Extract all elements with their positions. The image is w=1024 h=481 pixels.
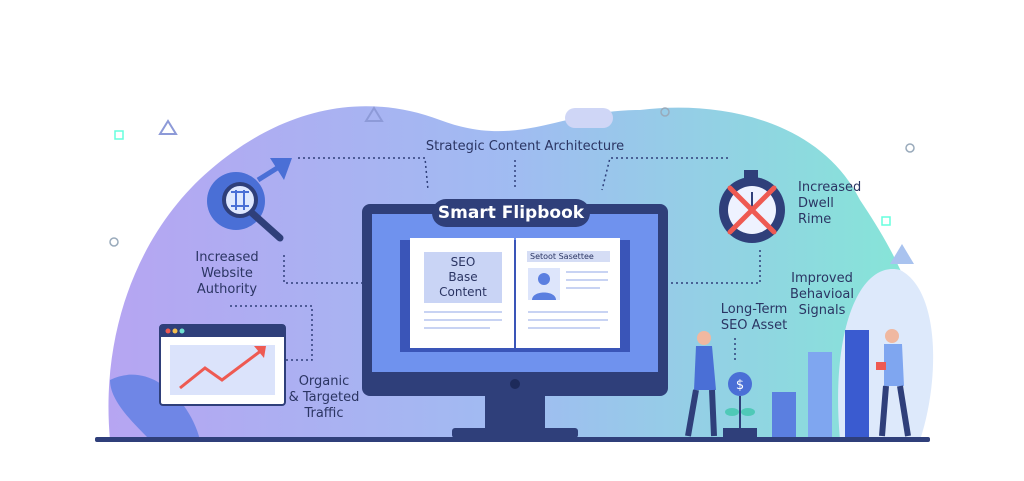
label-line: Rime — [798, 212, 832, 227]
circle-decoration — [905, 143, 915, 153]
label-line: SEO Asset — [720, 318, 788, 333]
label-line: Behavioal — [790, 287, 854, 302]
circle-decoration — [660, 107, 670, 117]
traffic-label: Organic & Targeted Traffic — [282, 374, 366, 422]
seo-box-line: SEO — [450, 255, 476, 269]
person-figure — [685, 331, 717, 437]
cloud-decoration — [565, 108, 613, 128]
seo-base-content-box: SEO Base Content — [424, 252, 502, 303]
dwell-label: Increased Dwell Rime — [798, 180, 861, 228]
globe-magnifier-icon — [207, 158, 292, 242]
traffic-chart-window — [159, 324, 286, 406]
authority-label: Increased Website Authority — [180, 250, 274, 298]
triangle-icon — [364, 106, 384, 122]
seo-asset-label: Long-Term SEO Asset — [716, 302, 792, 334]
label-line: Dwell — [798, 196, 834, 211]
label-line: Long-Term — [720, 302, 788, 317]
svg-text:$: $ — [736, 378, 744, 393]
circle-decoration — [109, 237, 119, 247]
growth-bars — [772, 330, 869, 438]
label-line: Increased — [195, 250, 259, 265]
square-decoration — [114, 130, 124, 140]
ground-line — [95, 437, 930, 442]
label-line: Increased — [798, 180, 862, 195]
page-header-text: Setoot Sasettee — [527, 251, 610, 262]
label-line: & Targeted — [288, 390, 360, 405]
smart-flipbook-title: Smart Flipbook — [432, 199, 590, 227]
seo-box-line: Base — [448, 270, 478, 284]
label-line: Organic — [298, 374, 350, 389]
person-figure — [876, 329, 911, 437]
triangle-icon — [890, 244, 914, 264]
dotted-connectors — [230, 157, 761, 361]
label-line: Website — [201, 266, 253, 281]
triangle-icon — [158, 119, 178, 135]
square-decoration — [881, 216, 891, 226]
seo-box-line: Content — [439, 285, 487, 299]
behavioral-label: Improved Behavioal Signals — [782, 271, 862, 319]
seo-asset-plant: $ — [723, 372, 757, 438]
stopwatch-icon — [719, 170, 785, 243]
label-line: Traffic — [304, 406, 344, 421]
label-line: Improved — [791, 271, 853, 286]
strategic-content-architecture-label: Strategic Content Architecture — [425, 139, 625, 154]
label-line: Signals — [798, 303, 846, 318]
label-line: Authority — [196, 282, 258, 297]
leaf-decoration — [110, 374, 200, 440]
